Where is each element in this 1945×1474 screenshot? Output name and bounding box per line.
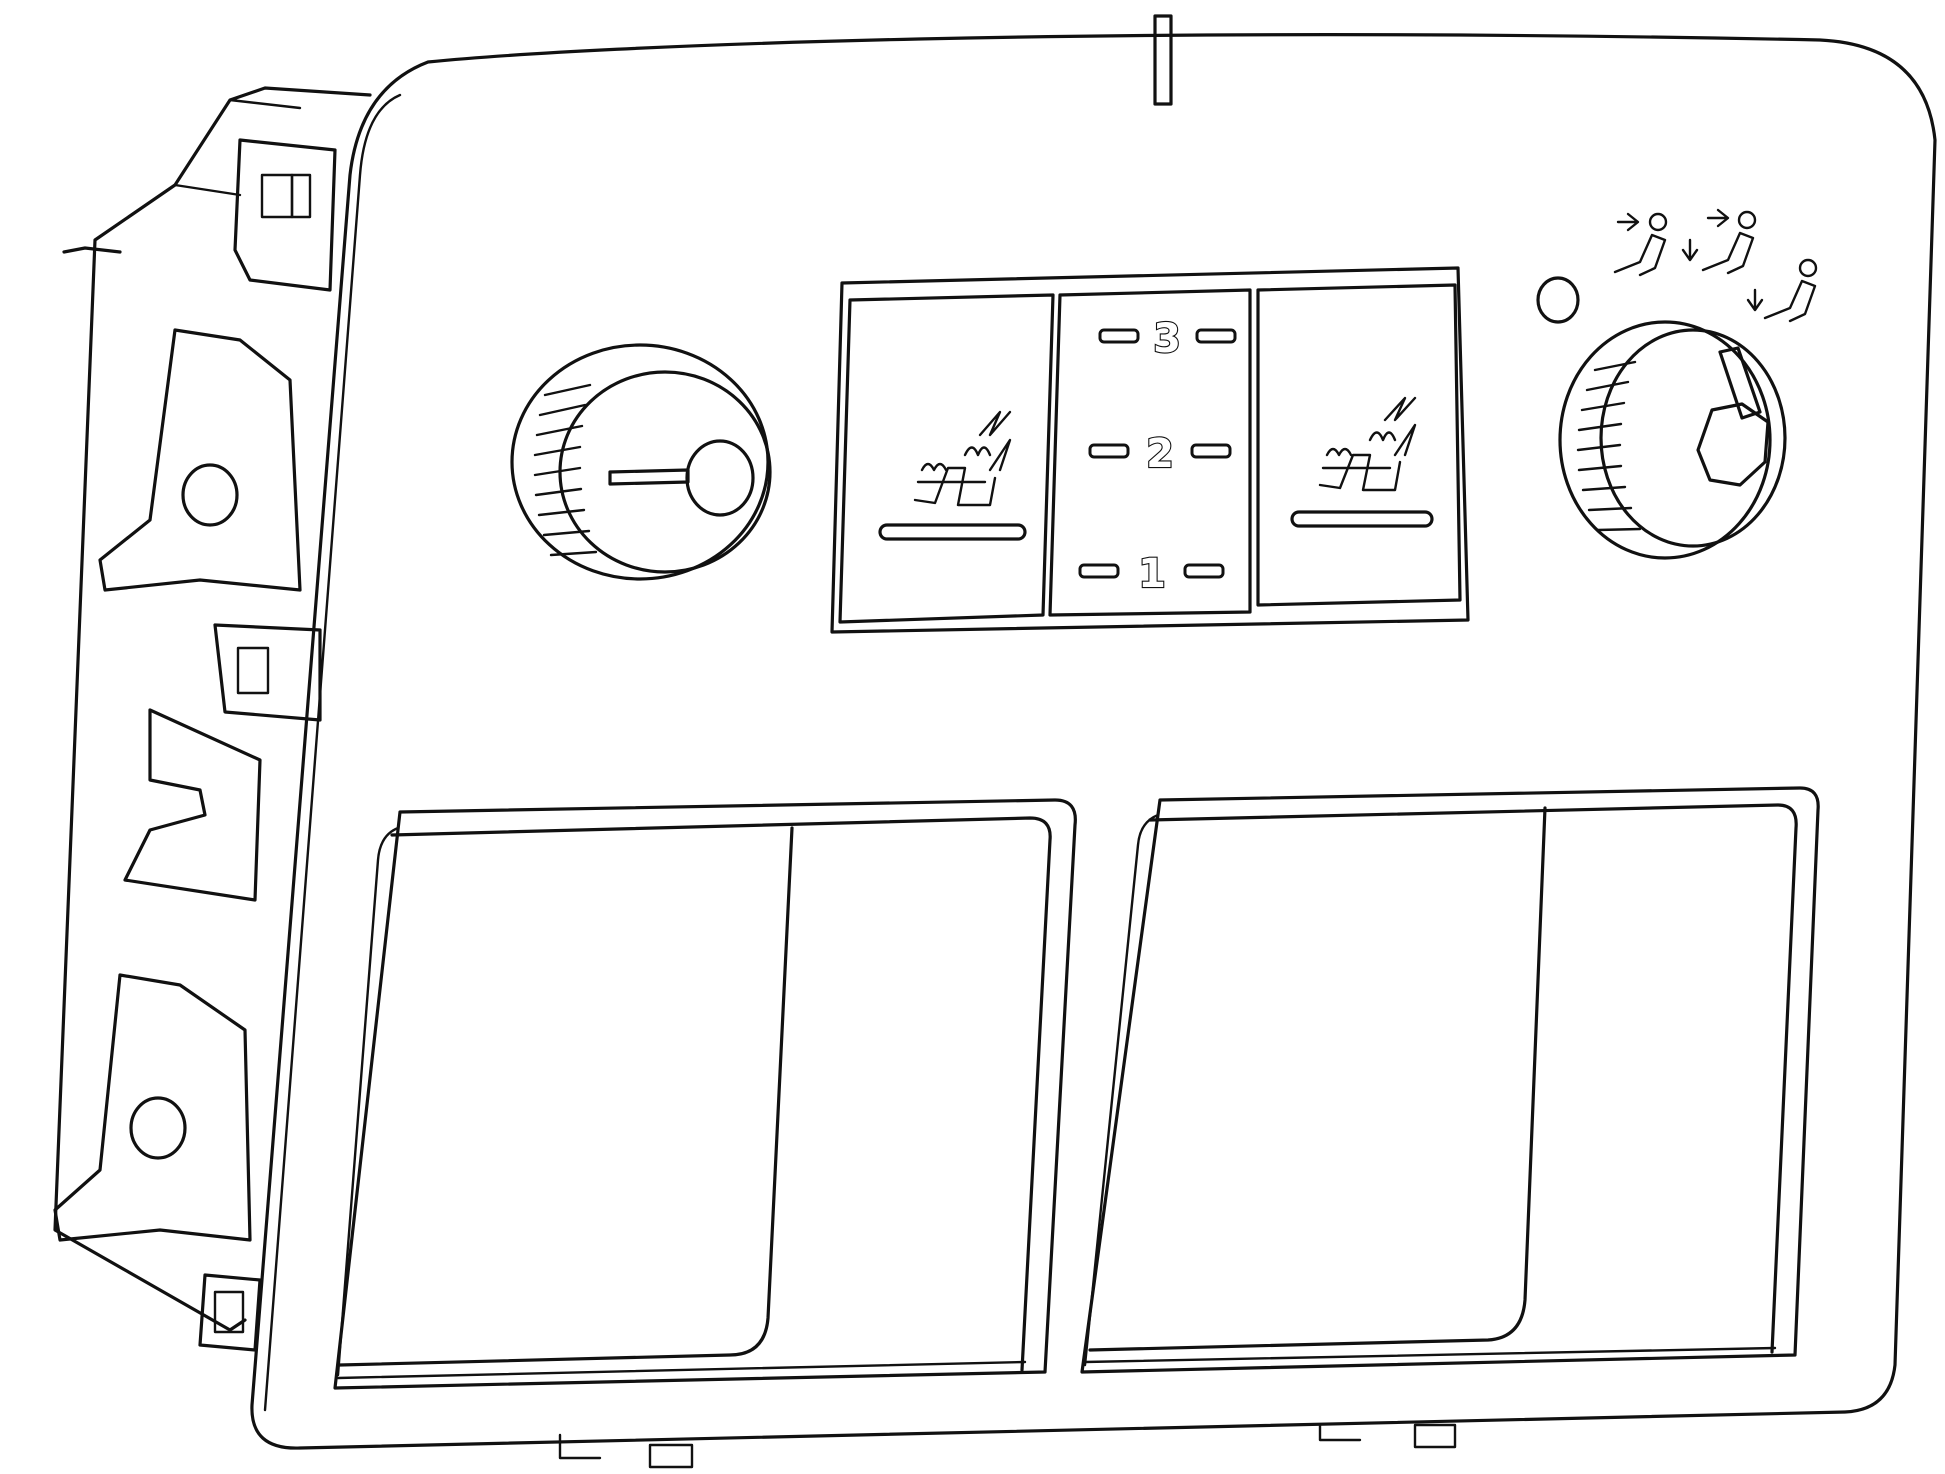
seat-heater-icon <box>1318 396 1417 492</box>
mounting-tab-bottom <box>198 1273 262 1352</box>
heat-button-panel: 3 2 1 <box>830 266 1470 634</box>
left-seat-heat-button[interactable] <box>838 293 1055 624</box>
indicator-bar <box>1290 510 1434 528</box>
level-label: 1 <box>1138 551 1166 597</box>
level-label: 2 <box>1146 431 1174 477</box>
mounting-tab-lower-ear <box>53 973 252 1242</box>
mounting-tab-top <box>233 138 337 292</box>
knob-center-icon <box>1696 402 1770 487</box>
face-plate <box>250 14 1937 1450</box>
mounting-tab-upper-ear <box>98 328 302 592</box>
level-3-row: 3 <box>1098 315 1237 363</box>
right-seat-heat-button[interactable] <box>1256 283 1462 607</box>
left-storage-pocket[interactable] <box>333 798 1077 1390</box>
level-indicator: 3 2 1 <box>1048 288 1252 617</box>
bolt-hole-icon <box>129 1096 187 1160</box>
knob-grip-ridges <box>1576 360 1642 532</box>
bottom-clips <box>558 1423 1457 1469</box>
locator-notch <box>1153 14 1173 106</box>
airflow-lower-icon <box>1746 258 1818 323</box>
mounting-clip <box>123 708 262 902</box>
level-label: 3 <box>1153 316 1181 362</box>
knob-grip-ridges <box>533 383 598 557</box>
indicator-lamp-icon <box>1536 276 1580 324</box>
indicator-bar <box>878 523 1027 541</box>
right-storage-pocket[interactable] <box>1080 786 1820 1374</box>
level-1-row: 1 <box>1078 550 1225 598</box>
level-2-row: 2 <box>1088 430 1232 478</box>
knob-pointer <box>1718 346 1762 420</box>
airflow-upper-lower-icon <box>1681 208 1757 275</box>
seat-heater-icon <box>913 410 1012 507</box>
left-knob[interactable] <box>510 343 772 581</box>
airflow-mode-icons <box>1613 208 1818 323</box>
knob-pointer <box>608 468 690 486</box>
knob-center-icon <box>685 439 755 517</box>
mounting-tab-middle <box>213 623 322 722</box>
bolt-hole-icon <box>181 463 239 527</box>
right-knob[interactable] <box>1558 320 1787 560</box>
airflow-upper-icon <box>1613 212 1668 277</box>
